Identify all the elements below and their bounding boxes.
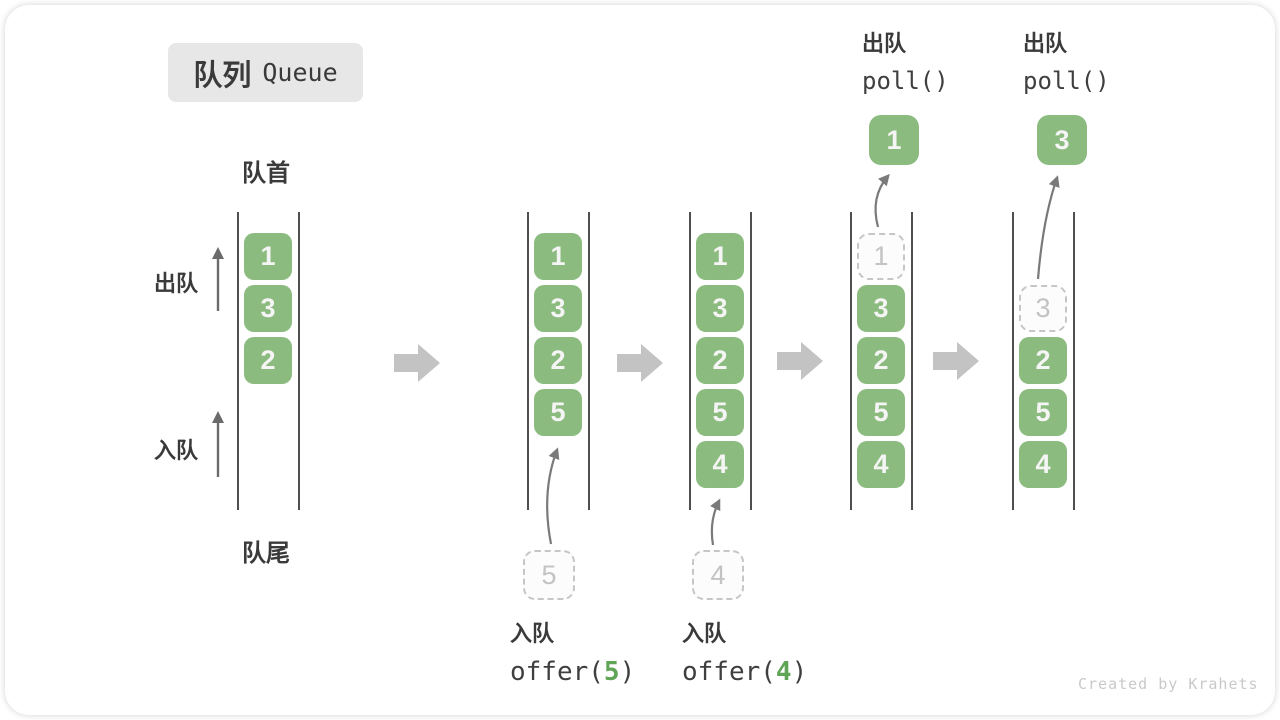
queue-cell: 3 — [534, 285, 582, 332]
queue-cell: 4 — [1019, 441, 1067, 488]
polled-item: 3 — [1037, 115, 1087, 165]
title-en: Queue — [262, 58, 338, 87]
queue-cell: 1 — [244, 233, 292, 280]
queue-cell: 2 — [534, 337, 582, 384]
enqueue-op-code: offer(4) — [682, 657, 808, 687]
watermark: Created by Krahets — [1078, 675, 1259, 693]
queue-cell: 1 — [696, 233, 744, 280]
queue-cell: 2 — [1019, 337, 1067, 384]
enqueue-op-label: 入队 — [510, 621, 555, 646]
dequeue-op-code: poll() — [862, 67, 949, 95]
queue-cell: 4 — [857, 441, 905, 488]
enqueue-op-label: 入队 — [682, 621, 727, 646]
queue-wall-left — [850, 212, 852, 510]
queue-wall-left — [527, 212, 529, 510]
queue-cell: 2 — [857, 337, 905, 384]
queue-wall-right — [911, 212, 913, 510]
dequeue-op: 出队 poll() — [862, 26, 949, 95]
queue-cell: 3 — [696, 285, 744, 332]
queue-cell: 4 — [696, 441, 744, 488]
queue-wall-left — [689, 212, 691, 510]
queue-cell: 3 — [857, 285, 905, 332]
queue-cell: 5 — [857, 389, 905, 436]
queue-cell: 5 — [534, 389, 582, 436]
queue-cell: 3 — [1019, 285, 1067, 332]
dequeue-op: 出队 poll() — [1023, 26, 1110, 95]
queue-wall-right — [1073, 212, 1075, 510]
dequeue-op-code: poll() — [1023, 67, 1110, 95]
pending-enqueue-item: 5 — [523, 550, 575, 600]
dequeue-direction-label: 出队 — [154, 271, 199, 296]
diagram-canvas — [5, 5, 1275, 715]
queue-cell: 2 — [244, 337, 292, 384]
enqueue-direction-label: 入队 — [154, 438, 199, 463]
queue-cell: 3 — [244, 285, 292, 332]
queue-cell: 5 — [696, 389, 744, 436]
queue-wall-right — [750, 212, 752, 510]
queue-rear-label: 队尾 — [242, 540, 290, 567]
enqueue-op: 入队 offer(5) — [510, 616, 635, 687]
queue-wall-left — [1012, 212, 1014, 510]
title-box: 队列 Queue — [168, 43, 363, 102]
enqueue-op-code: offer(5) — [510, 657, 636, 687]
queue-front-label: 队首 — [242, 160, 290, 187]
polled-item: 1 — [869, 115, 919, 165]
enqueue-op: 入队 offer(4) — [682, 616, 807, 687]
dequeue-op-label: 出队 — [1023, 31, 1068, 56]
pending-enqueue-item: 4 — [692, 550, 744, 600]
title-zh: 队列 — [193, 59, 252, 92]
queue-cell: 1 — [534, 233, 582, 280]
queue-cell: 2 — [696, 337, 744, 384]
dequeue-op-label: 出队 — [862, 31, 907, 56]
queue-wall-right — [298, 212, 300, 510]
queue-wall-right — [588, 212, 590, 510]
queue-cell: 5 — [1019, 389, 1067, 436]
queue-cell: 1 — [857, 233, 905, 280]
queue-wall-left — [237, 212, 239, 510]
